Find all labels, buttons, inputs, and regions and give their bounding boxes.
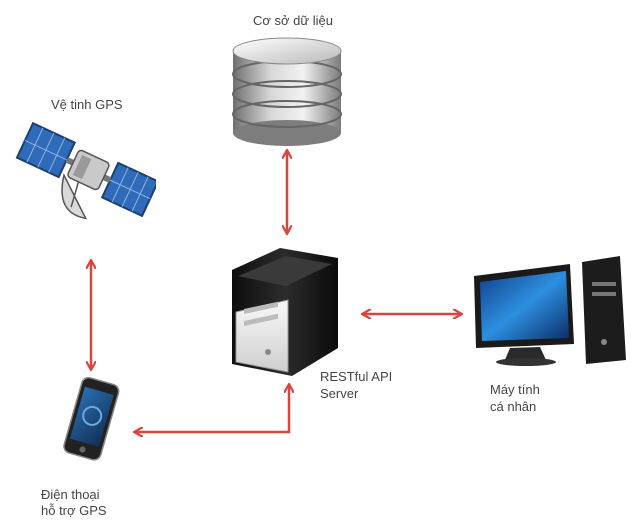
server-label-line1: RESTful API [320, 369, 393, 384]
computer-label-line1: Máy tính [490, 382, 540, 397]
database-icon [232, 37, 342, 146]
server-icon [232, 248, 338, 376]
phone-label-line2: hỗ trợ GPS [41, 503, 107, 518]
satellite-icon [15, 121, 156, 220]
phone-label-line1: Điện thoại [41, 487, 100, 502]
desktop-computer-icon [474, 256, 626, 366]
arrow-phone-server [136, 386, 289, 432]
database-label: Cơ sở dữ liệu [253, 13, 333, 28]
smartphone-icon [63, 376, 120, 461]
server-label-line2: Server [320, 386, 359, 401]
computer-label-line2: cá nhân [490, 399, 537, 414]
satellite-label: Vệ tinh GPS [51, 97, 123, 112]
